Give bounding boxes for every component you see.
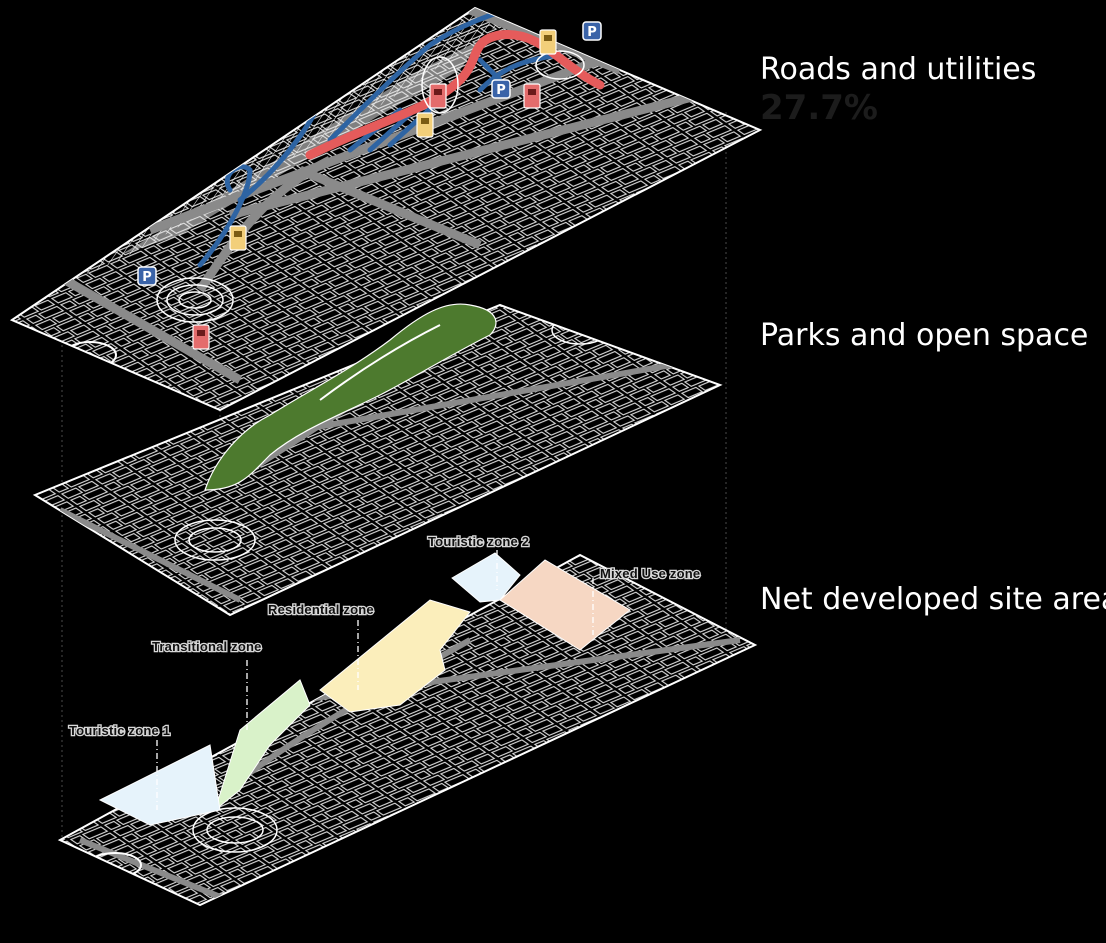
zone-label-mixed-use: Mixed Use zone [600, 566, 700, 581]
park-green-belt [204, 303, 497, 491]
zone-touristic-1 [98, 744, 221, 826]
zone-touristic-2 [451, 552, 521, 603]
zone-label-residential: Residential zone [268, 602, 374, 617]
zone-residential [319, 599, 471, 713]
marker-parking: P [137, 266, 157, 286]
svg-text:P: P [587, 25, 597, 40]
marker-parking: P [491, 79, 511, 99]
layer-title-developed: Net developed site area [760, 582, 1106, 617]
layer-title-parks: Parks and open space [760, 318, 1089, 353]
svg-text:P: P [496, 83, 506, 98]
zone-leader-lines [156, 550, 594, 810]
residential-cluster [156, 50, 585, 323]
fuel-station-icon [416, 112, 434, 138]
fuel-station-icon [229, 225, 247, 251]
svg-text:P: P [142, 270, 152, 285]
zone-label-touristic-2: Touristic zone 2 [428, 534, 529, 549]
marker-parking: P [582, 21, 602, 41]
zone-mixed-use [499, 559, 631, 651]
layer-net-developed: Touristic zone 2 Mixed Use zone Resident… [57, 533, 758, 907]
fuel-station-icon [429, 83, 447, 109]
zone-transitional [214, 679, 311, 812]
layer-title-roads: Roads and utilities [760, 52, 1037, 87]
fuel-station-icon [192, 324, 210, 350]
fuel-station-icon [539, 29, 557, 55]
layer-percentage-roads: 27.7% [760, 88, 878, 128]
fuel-station-icon [523, 83, 541, 109]
zone-label-touristic-1: Touristic zone 1 [69, 723, 170, 738]
zone-label-transitional: Transitional zone [152, 639, 262, 654]
